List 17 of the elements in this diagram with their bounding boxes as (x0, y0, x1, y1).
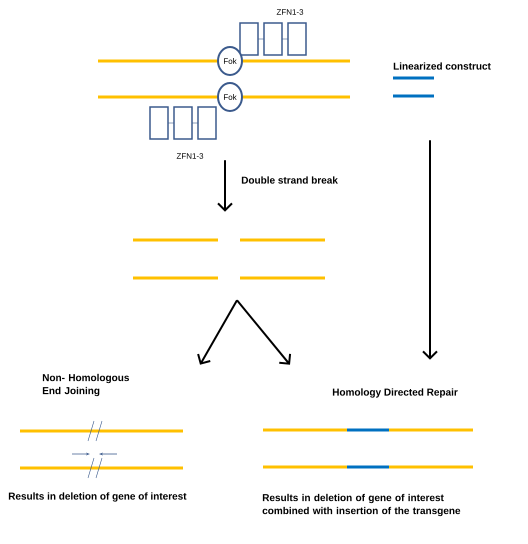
result-text: Results in deletion of gene of interest (8, 492, 186, 502)
zfn-label: ZFN1-3 (276, 9, 304, 15)
method-label: Homology Directed Repair (332, 388, 458, 398)
arrow (236, 300, 292, 365)
zfn-label: ZFN1-3 (176, 153, 204, 159)
construct-label: Linearized construct (394, 62, 491, 70)
edge-label: Double strand break (240, 175, 339, 185)
zfn-dna-drawing (98, 22, 350, 140)
method-label: Non- Homologous End Joining (42, 374, 129, 396)
arrow (422, 140, 438, 360)
dna-strands (133, 238, 325, 280)
arrow (217, 160, 233, 212)
dna-strands (263, 428, 473, 468)
dna-strands (20, 420, 183, 478)
arrow (197, 300, 238, 365)
dna-strands (393, 76, 434, 98)
result-text: Results in deletion of gene of interest combined with insertion of the transgene (262, 494, 460, 516)
